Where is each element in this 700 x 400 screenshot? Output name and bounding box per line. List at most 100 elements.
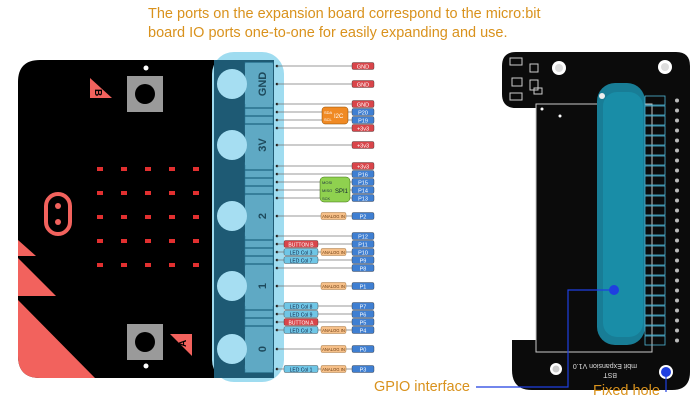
pin-strip <box>244 318 274 326</box>
pin-label-+3v3: +3v3 <box>351 141 375 149</box>
pin-strip <box>244 240 274 248</box>
header-pin <box>675 118 679 123</box>
pin-strip <box>244 310 274 318</box>
pin-label-P8: P8 <box>351 264 375 272</box>
i2c-box <box>321 106 349 125</box>
spi-sck: SCK <box>322 196 331 201</box>
pin-badge <box>351 310 375 318</box>
pad-label: GND <box>257 72 269 97</box>
led <box>169 239 175 243</box>
function-name: LED Col 9 <box>290 312 313 318</box>
header-pin <box>675 168 679 173</box>
pin-name: P8 <box>360 266 367 272</box>
pin-badge <box>351 162 375 170</box>
header-cell <box>644 155 666 166</box>
led <box>145 215 151 219</box>
pin-badge <box>351 100 375 108</box>
analog-name: ANALOG IN <box>322 284 345 289</box>
led <box>121 167 127 171</box>
header-pin <box>675 178 679 183</box>
pin-strip <box>244 256 274 264</box>
led <box>193 167 199 171</box>
pin-badge <box>351 124 375 132</box>
led <box>145 239 151 243</box>
pad-label: 0 <box>257 346 269 352</box>
pin-name: P1 <box>360 284 367 290</box>
pad-hole <box>217 271 247 301</box>
pad-hole <box>217 201 247 231</box>
header-cell <box>644 145 666 156</box>
pin-strip <box>244 170 274 178</box>
spi-mosi: MOSI <box>322 180 332 185</box>
header-cell <box>644 235 666 246</box>
led <box>169 191 175 195</box>
pin-label-GND: GND <box>351 80 375 88</box>
pin-header <box>644 95 679 346</box>
pin-label-P1: P1 ANALOG IN <box>320 282 375 290</box>
pin-label-P20: P20 <box>351 108 375 116</box>
pin-badge <box>351 232 375 240</box>
i2c-sda: SDA <box>324 110 333 115</box>
pin-name: P9 <box>360 258 367 264</box>
gpio-interface-label: GPIO interface <box>374 379 470 395</box>
analog-badge <box>320 282 347 290</box>
led <box>145 191 151 195</box>
header-pin <box>675 238 679 243</box>
function-name: LED Col 2 <box>290 328 313 334</box>
pin-name: P7 <box>360 304 367 310</box>
pin-badge <box>351 248 375 256</box>
analog-badge <box>320 365 347 373</box>
header-pin <box>675 108 679 113</box>
pin-name: GND <box>357 82 369 88</box>
pin-badge <box>351 186 375 194</box>
pin-badge <box>351 365 375 373</box>
led <box>97 263 103 267</box>
pad-label: 2 <box>257 213 269 219</box>
pin-label-+3v3: +3v3 <box>351 162 375 170</box>
header-pin <box>675 288 679 293</box>
analog-name: ANALOG IN <box>322 367 345 372</box>
function-badge <box>283 326 319 334</box>
pad-strip <box>245 64 273 104</box>
pin-name: P13 <box>358 196 368 202</box>
pin-badge <box>351 170 375 178</box>
pin-strip <box>244 116 274 124</box>
pin-badge <box>351 62 375 70</box>
led <box>193 191 199 195</box>
pin-badge <box>351 80 375 88</box>
gpio-pointer-dot <box>609 285 619 295</box>
header-cell <box>644 95 666 106</box>
header-cell <box>644 325 666 336</box>
header-cell <box>644 205 666 216</box>
pin-name: P19 <box>358 118 368 124</box>
button-a-label: A <box>178 340 189 347</box>
header-pin <box>675 148 679 153</box>
led <box>97 215 103 219</box>
pin-label-P12: P12 <box>351 232 375 240</box>
function-badge <box>283 318 319 326</box>
header-cell <box>644 245 666 256</box>
header-pin <box>675 218 679 223</box>
header-pin <box>675 228 679 233</box>
header-pin <box>675 308 679 313</box>
edge-triangle-2 <box>18 258 56 296</box>
led <box>169 167 175 171</box>
function-badge <box>283 240 319 248</box>
analog-badge <box>320 326 347 334</box>
led <box>193 263 199 267</box>
pin-badge <box>351 108 375 116</box>
pin-strip <box>244 248 274 256</box>
pin-badge <box>351 240 375 248</box>
header-pin <box>675 248 679 253</box>
header-pin <box>675 128 679 133</box>
led <box>121 239 127 243</box>
header-pin <box>675 318 679 323</box>
pin-name: P12 <box>358 234 368 240</box>
